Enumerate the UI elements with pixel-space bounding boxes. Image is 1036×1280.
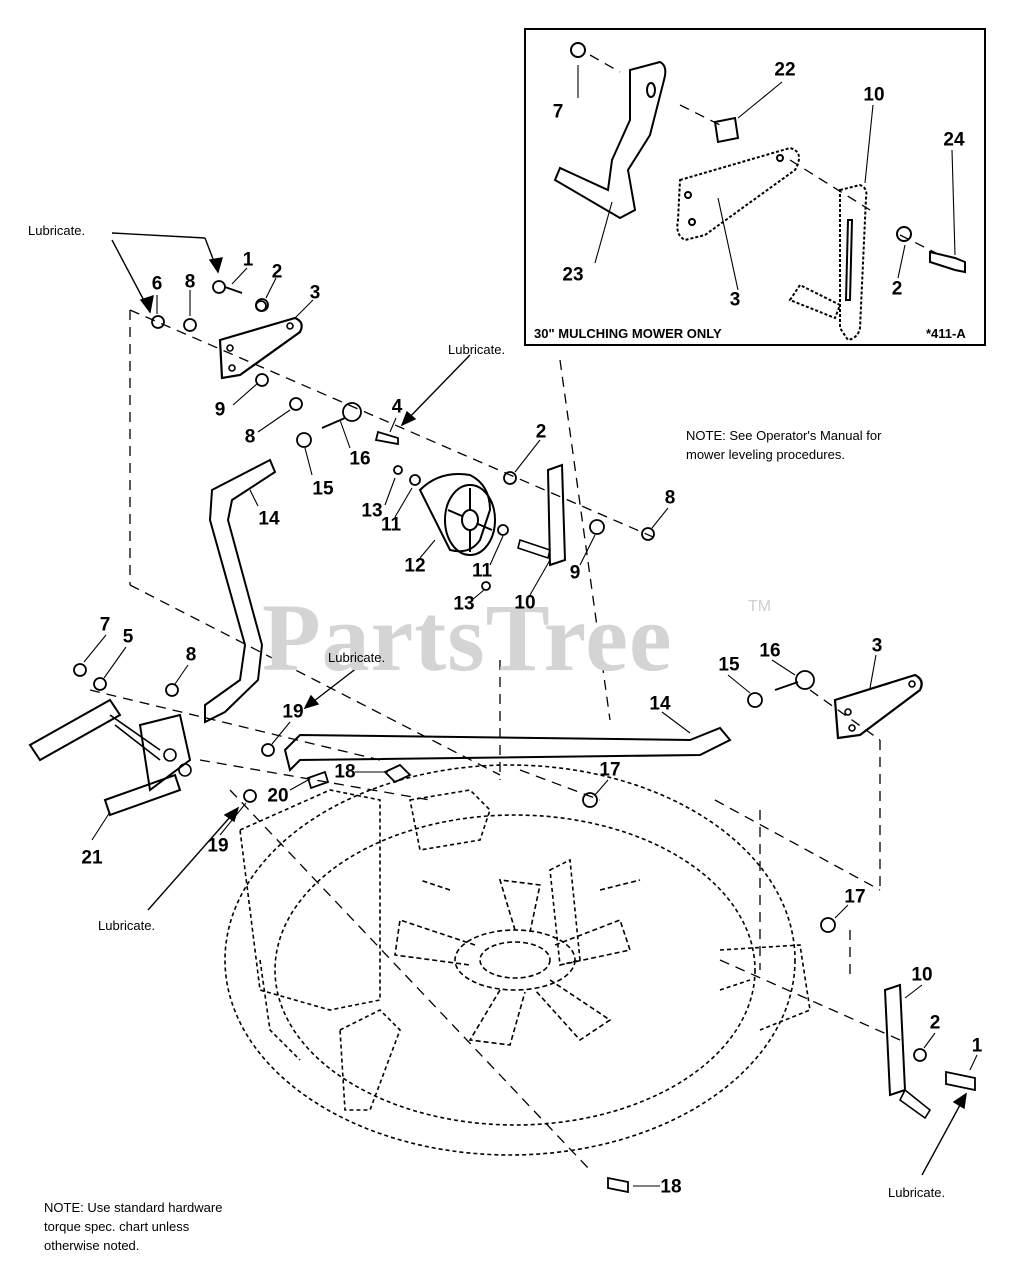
lubricate-label-1: Lubricate. xyxy=(28,223,86,238)
part-number: 5 xyxy=(122,626,134,648)
inset-parts xyxy=(553,42,966,342)
part-number: 11 xyxy=(380,514,402,536)
part-number: 7 xyxy=(552,101,564,123)
part-number: 17 xyxy=(599,759,621,781)
note-leveling-line-2: mower leveling procedures. xyxy=(686,446,845,462)
part-number: 9 xyxy=(214,399,226,421)
note-hardware-line-3: otherwise noted. xyxy=(44,1237,140,1253)
part-number: 2 xyxy=(929,1012,941,1034)
note-hardware: NOTE: Use standard hardware torque spec.… xyxy=(44,1199,222,1256)
part-12-wheel xyxy=(418,473,496,556)
part-number: 23 xyxy=(562,264,584,286)
part-number: 16 xyxy=(759,640,781,662)
mower-deck xyxy=(224,764,811,1156)
lubricate-label-2: Lubricate. xyxy=(448,342,506,357)
part-number: 20 xyxy=(267,785,289,807)
part-number: 4 xyxy=(391,396,403,418)
part-number: 7 xyxy=(99,614,111,636)
mulching-mower-inset xyxy=(524,28,986,346)
note-leveling: NOTE: See Operator's Manual for mower le… xyxy=(686,427,881,465)
part-number: 2 xyxy=(891,278,903,300)
part-number: 8 xyxy=(184,271,196,293)
part-10-inset-bracket xyxy=(839,183,868,342)
part-number: 13 xyxy=(453,593,475,615)
part-number: 1 xyxy=(971,1035,983,1057)
part-number: 13 xyxy=(361,500,383,522)
part-number: 15 xyxy=(718,654,740,676)
part-number: 14 xyxy=(649,693,671,715)
part-number: 18 xyxy=(334,761,356,783)
lubricate-arrows xyxy=(111,232,967,1176)
part-number: 22 xyxy=(774,59,796,81)
blade xyxy=(394,879,641,1046)
part-14-rod-left xyxy=(204,458,277,724)
part-number: 9 xyxy=(569,562,581,584)
part-10-bracket-bottom xyxy=(883,983,907,1097)
lubricate-label-5: Lubricate. xyxy=(888,1185,946,1200)
note-hardware-line-2: torque spec. chart unless xyxy=(44,1218,190,1234)
part-number: 24 xyxy=(943,129,965,151)
part-number: 19 xyxy=(282,701,304,723)
part-number: 14 xyxy=(258,508,280,530)
part-number: 21 xyxy=(81,847,103,869)
part-number: 10 xyxy=(514,592,536,614)
part-number: 8 xyxy=(244,426,256,448)
part-number: 15 xyxy=(312,478,334,500)
part-number: 19 xyxy=(207,835,229,857)
part-number: 8 xyxy=(185,644,197,666)
part-3-inset-plate xyxy=(676,146,800,242)
part-number: 10 xyxy=(863,84,885,106)
note-leveling-line-1: NOTE: See Operator's Manual for xyxy=(686,428,882,443)
part-21-lever xyxy=(28,698,122,762)
inset-code: *411-A xyxy=(926,326,966,341)
part-number: 16 xyxy=(349,448,371,470)
inset-caption: 30" MULCHING MOWER ONLY xyxy=(534,326,722,341)
part-number: 3 xyxy=(309,282,321,304)
part-number: 17 xyxy=(844,886,866,908)
part-number: 10 xyxy=(911,964,933,986)
alignment-lines xyxy=(89,54,941,1171)
part-number: 18 xyxy=(660,1176,682,1198)
leader-lines xyxy=(83,65,978,1187)
part-23-bracket xyxy=(553,60,667,220)
lubricate-label-4: Lubricate. xyxy=(98,918,156,933)
part-number: 1 xyxy=(242,249,254,271)
watermark: PartsTree xyxy=(262,584,673,691)
part-number: 12 xyxy=(404,555,426,577)
part-number: 2 xyxy=(271,261,283,283)
lubricate-label-3: Lubricate. xyxy=(328,650,386,665)
hardware xyxy=(73,280,976,1194)
part-number: 11 xyxy=(471,560,493,582)
part-10-bracket-mid xyxy=(546,463,567,567)
part-14-rod-right xyxy=(283,726,732,772)
part-number: 6 xyxy=(151,273,163,295)
part-number: 8 xyxy=(664,487,676,509)
part-3-plate xyxy=(218,316,303,380)
part-number: 3 xyxy=(729,289,741,311)
part-3-plate-right xyxy=(833,673,923,740)
note-hardware-line-1: NOTE: Use standard hardware xyxy=(44,1200,223,1215)
part-number: 2 xyxy=(535,421,547,443)
part-number: 3 xyxy=(871,635,883,657)
trademark: TM xyxy=(748,598,772,615)
